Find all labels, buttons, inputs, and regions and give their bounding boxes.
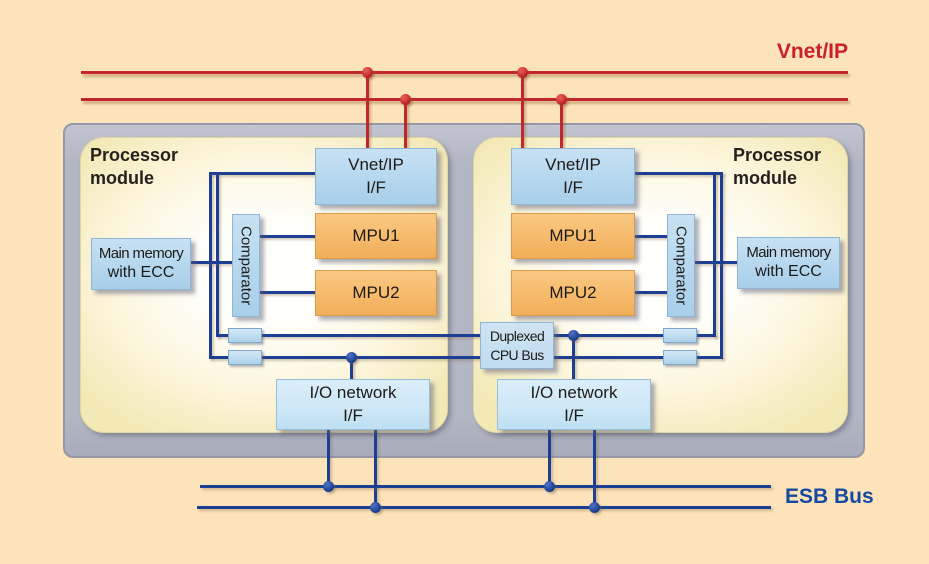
right-mpu1-link — [634, 235, 668, 238]
right-top-bus-horizontal — [634, 172, 723, 175]
main-memory-right-line1: Main memory — [746, 243, 831, 261]
comparator-box-right: Comparator — [667, 214, 695, 317]
vnet-junction-left-2 — [400, 94, 411, 105]
cpu-bus-label-box: Duplexed CPU Bus — [480, 322, 554, 369]
vnet-if-left-line2: I/F — [366, 177, 386, 197]
left-esb-downlink-2 — [374, 430, 377, 510]
vnet-tap-right-2 — [560, 99, 563, 150]
io-network-if-box-right: I/O network I/F — [497, 379, 651, 430]
io-if-right-line1: I/O network — [530, 383, 618, 403]
vnet-if-right-line2: I/F — [563, 177, 583, 197]
vnet-if-box-right: Vnet/IP I/F — [511, 148, 635, 205]
right-esb-downlink-2 — [593, 430, 596, 510]
comparator-box-left: Comparator — [232, 214, 260, 317]
right-vertical-bus-inner — [713, 172, 716, 337]
cpu-bus-upper-line — [216, 334, 716, 337]
mpu1-left-label: MPU1 — [352, 225, 400, 245]
left-top-bus-horizontal — [210, 172, 315, 175]
module-title-left: Processor module — [90, 144, 178, 189]
cpu-bus-label-line1: Duplexed — [489, 328, 545, 345]
right-esb-downlink-1 — [548, 430, 551, 489]
cpu-bus-junction-left — [346, 352, 357, 363]
vnet-junction-left-1 — [362, 67, 373, 78]
mpu2-right-label: MPU2 — [549, 282, 597, 302]
io-if-left-line2: I/F — [343, 405, 363, 425]
left-mpu2-link — [260, 291, 316, 294]
comparator-left-label: Comparator — [237, 225, 255, 306]
main-memory-left-line1: Main memory — [98, 244, 184, 262]
io-if-right-line2: I/F — [564, 405, 584, 425]
io-if-left-line1: I/O network — [309, 383, 397, 403]
cpu-bus-label-line2: CPU Bus — [490, 346, 544, 363]
right-io-uplink — [572, 337, 575, 381]
esb-bus-label: ESB Bus — [785, 485, 874, 508]
mpu2-left-label: MPU2 — [352, 282, 400, 302]
main-memory-left-line2: with ECC — [107, 264, 175, 282]
esb-junction-right-1 — [544, 481, 555, 492]
right-bus-connector-lower — [663, 350, 697, 365]
vnet-junction-right-1 — [517, 67, 528, 78]
esb-junction-right-2 — [589, 502, 600, 513]
right-mpu2-link — [634, 291, 668, 294]
vnet-bus-line-2 — [81, 98, 848, 101]
left-mainmem-link — [191, 261, 233, 264]
vnet-if-right-line1: Vnet/IP — [545, 155, 601, 175]
left-vertical-bus-inner — [216, 172, 219, 337]
main-memory-right-line2: with ECC — [755, 263, 822, 281]
vnet-if-left-line1: Vnet/IP — [348, 155, 404, 175]
module-title-right-line2: module — [733, 167, 798, 188]
vnet-tap-left-2 — [404, 99, 407, 150]
cpu-bus-lower-line — [209, 356, 722, 359]
vnet-junction-right-2 — [556, 94, 567, 105]
module-title-left-line2: module — [90, 167, 155, 188]
vnet-bus-line-1 — [81, 71, 848, 74]
esb-junction-left-2 — [370, 502, 381, 513]
module-title-right-line1: Processor — [733, 145, 822, 165]
left-bus-connector-lower — [228, 350, 262, 365]
left-bus-connector-upper — [228, 328, 262, 343]
vnet-bus-label: Vnet/IP — [776, 40, 848, 63]
right-mainmem-link — [695, 261, 737, 264]
right-vertical-bus-outer — [720, 172, 723, 359]
comparator-right-label: Comparator — [672, 225, 690, 306]
vnet-tap-left-1 — [366, 72, 369, 150]
right-bus-connector-upper — [663, 328, 697, 343]
left-vertical-bus-outer — [209, 172, 212, 359]
mpu2-box-left: MPU2 — [315, 270, 437, 316]
module-title-right: Processor module — [733, 144, 821, 189]
vnet-if-box-left: Vnet/IP I/F — [315, 148, 437, 205]
mpu1-box-right: MPU1 — [511, 213, 635, 259]
io-network-if-box-left: I/O network I/F — [276, 379, 430, 430]
cpu-bus-junction-right — [568, 330, 579, 341]
mpu1-right-label: MPU1 — [549, 225, 597, 245]
esb-junction-left-1 — [323, 481, 334, 492]
mpu2-box-right: MPU2 — [511, 270, 635, 316]
left-esb-downlink-1 — [327, 430, 330, 489]
main-memory-box-right: Main memory with ECC — [737, 237, 840, 289]
vnet-tap-right-1 — [521, 72, 524, 150]
left-io-uplink — [350, 356, 353, 381]
module-title-left-line1: Processor — [90, 145, 179, 165]
esb-bus-line-1 — [200, 485, 771, 488]
esb-bus-line-2 — [197, 506, 771, 509]
left-mpu1-link — [260, 235, 316, 238]
mpu1-box-left: MPU1 — [315, 213, 437, 259]
main-memory-box-left: Main memory with ECC — [91, 238, 191, 290]
